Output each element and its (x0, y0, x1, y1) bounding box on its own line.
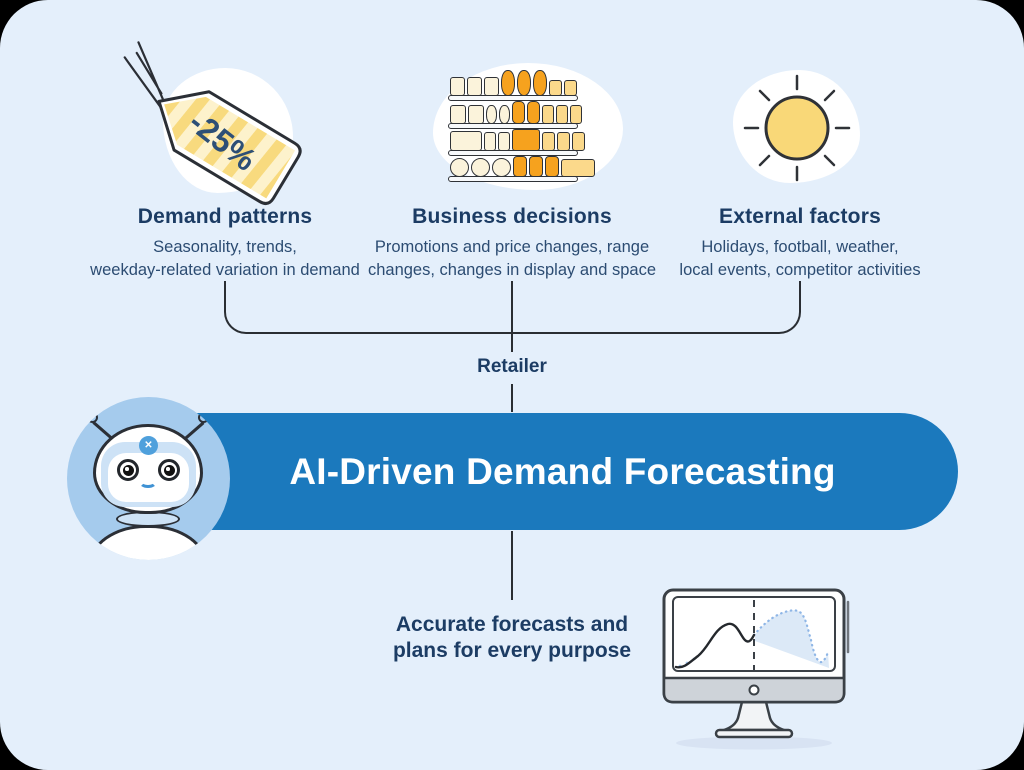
robot-smile (139, 476, 157, 488)
robot-eye (158, 459, 180, 481)
robot-forehead-button: ✕ (139, 436, 158, 455)
retailer-label: Retailer (477, 356, 547, 377)
sun-icon (743, 74, 851, 182)
antenna-tip (198, 412, 209, 423)
factor-demand-patterns: -25% Demand patterns Seasonality, trends… (75, 41, 375, 282)
factor-description: Holidays, football, weather, local event… (679, 238, 921, 279)
store-shelf-icon (448, 70, 595, 182)
banner (118, 413, 958, 530)
business-decisions-icon-area (362, 55, 662, 203)
factor-title: Demand patterns (137, 205, 313, 228)
robot-eye (117, 459, 139, 481)
antenna-tip (87, 412, 98, 423)
robot-mascot-icon: ✕ (67, 397, 230, 560)
shelf-board (448, 95, 578, 101)
connector-line (511, 281, 513, 352)
factor-business-decisions: Business decisions Promotions and price … (362, 55, 662, 282)
banner-title: AI-Driven Demand Forecasting (289, 450, 836, 492)
connector-line (511, 384, 513, 412)
factor-description: Seasonality, trends, weekday-related var… (90, 238, 360, 279)
shelf-board (448, 123, 578, 129)
factor-external-factors: External factors Holidays, football, wea… (650, 55, 950, 282)
monitor-forecast-chart-icon (662, 588, 850, 750)
price-tag-icon: -25% (123, 41, 302, 205)
shelf-board (448, 176, 578, 182)
demand-patterns-icon-area: -25% (75, 41, 375, 205)
outcome-text: Accurate forecasts and plans for every p… (392, 613, 632, 662)
factor-description: Promotions and price changes, range chan… (367, 238, 657, 279)
external-factors-icon-area (650, 55, 950, 203)
robot-body (88, 525, 208, 560)
factor-title: External factors (719, 205, 881, 228)
factor-title: Business decisions (412, 205, 612, 228)
connector-line (511, 531, 513, 600)
